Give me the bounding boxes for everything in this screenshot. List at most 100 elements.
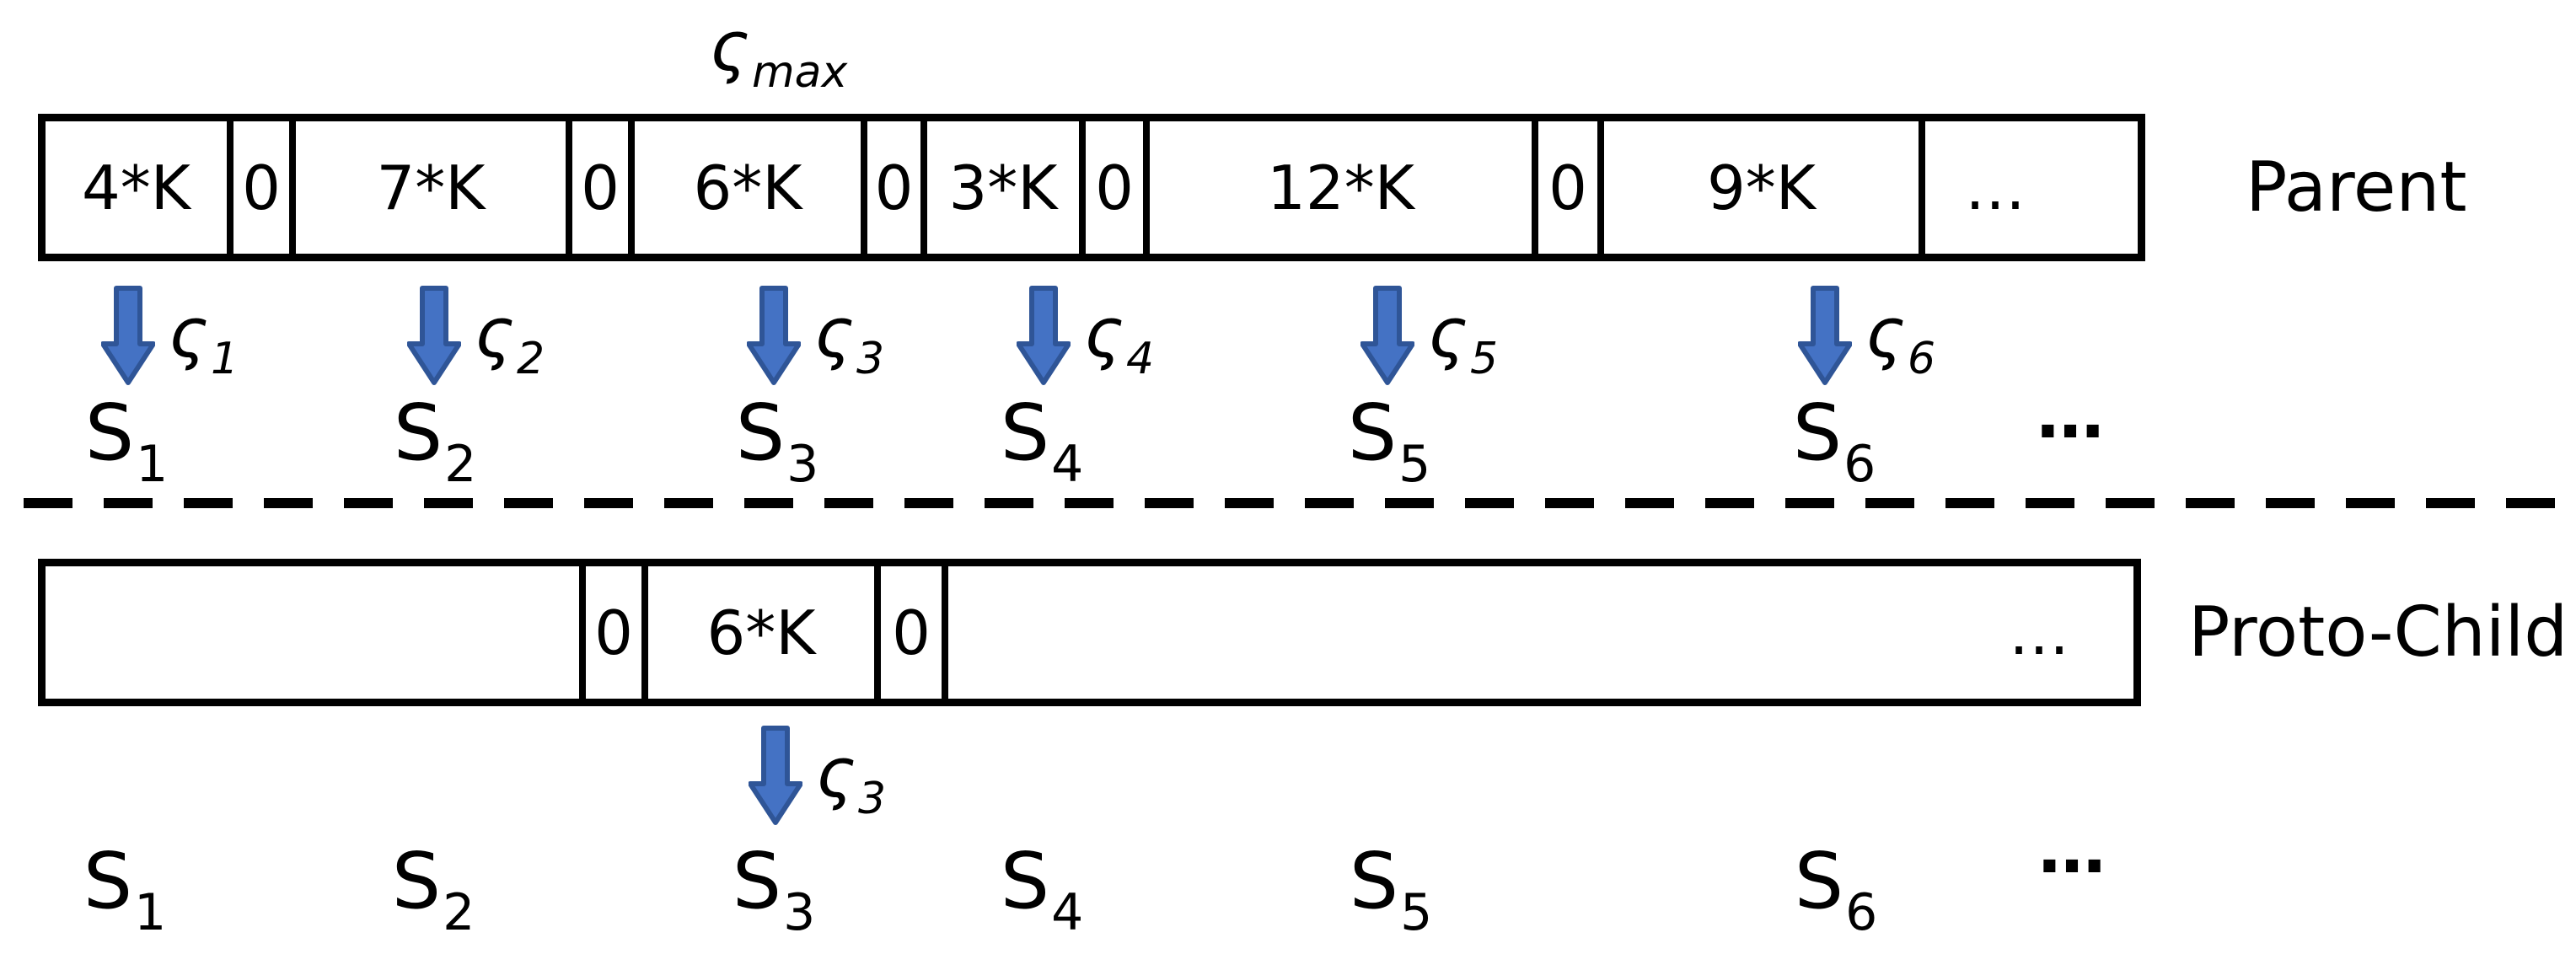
cell-label: 0 [892,597,931,668]
sigma-symbol: ς [169,294,208,372]
cell-label: 0 [242,152,281,223]
segment-base: S [83,836,133,926]
sigma-label: ς6 [1865,300,1935,382]
down-arrow-icon [749,726,802,825]
down-arrow-icon [1798,286,1852,385]
cell-label: 4*K [81,152,191,223]
proto-child-cell [46,566,579,699]
sigma-symbol: ς [475,294,514,372]
segment-label: S4 [1001,394,1084,490]
parent-cell: … [1919,121,2065,254]
segment-label: S1 [85,394,169,490]
parent-cell: 7*K [289,121,566,254]
segment-subscript: 5 [1398,435,1431,494]
segment-subscript: 4 [1051,435,1084,494]
cell-label: 0 [874,152,914,223]
segment-base: S [84,388,135,478]
sigma-label: ς4 [1084,300,1154,382]
proto-child-cell: 6*K [641,566,874,699]
sigma-label: ς3 [816,740,886,822]
segment-subscript: 3 [786,435,819,494]
proto-child-cell: … [942,566,2108,699]
segment-base: S [1000,388,1050,478]
sigma-symbol: ς [814,294,854,372]
parent-strip-label: Parent [2246,147,2467,228]
segment-subscript: 1 [136,435,169,494]
parent-cell: 0 [227,121,289,254]
segment-label: S2 [392,843,475,939]
crossover-divider [24,498,2556,508]
sigma-subscript: 3 [856,334,885,384]
cell-label: 9*K [1706,152,1817,223]
parent-cell: 0 [1079,121,1143,254]
sigma-symbol: ς [1084,294,1124,372]
sigma-max-label: ςmax [710,13,847,95]
segment-base: S [1792,388,1843,478]
proto-child-cell: 0 [874,566,942,699]
segment-subscript: 6 [1843,435,1876,494]
segment-label: S5 [1348,394,1431,490]
parent-cell: 6*K [628,121,861,254]
parent-cell: 4*K [46,121,227,254]
segment-label: S2 [394,394,477,490]
cell-label: 0 [1548,152,1587,223]
sigma-symbol: ς [1428,294,1468,372]
sigma-subscript: 3 [857,774,887,824]
segment-subscript: 3 [783,883,816,942]
proto-child-cell: 0 [579,566,641,699]
sigma-label: ς1 [169,300,239,382]
segment-label: S5 [1350,843,1433,939]
parent-cell: 9*K [1597,121,1919,254]
sigma-subscript: 6 [1907,334,1936,384]
proto-child-strip: 0 6*K 0 … [38,559,2141,706]
segment-label: S3 [736,394,819,490]
sigma-subscript: 5 [1469,334,1499,384]
down-arrow-icon [407,286,461,385]
ellipsis: … [2038,810,2106,888]
sigma-label: ς3 [814,300,884,382]
segment-subscript: 2 [443,883,475,942]
segment-label: S1 [83,843,167,939]
sigma-label: ς5 [1428,300,1498,382]
down-arrow-icon [1360,286,1414,385]
cell-label: 7*K [376,152,486,223]
cell-label: 6*K [693,152,802,223]
segment-label: S3 [733,843,816,939]
segment-subscript: 4 [1051,883,1084,942]
segment-mapping: ς2 [407,285,545,386]
sigma-symbol: ς [816,734,856,812]
sigma-max-symbol: ς [710,8,749,86]
segment-subscript: 1 [134,883,167,942]
segment-subscript: 2 [444,435,477,494]
cell-label: … [2009,597,2069,668]
segment-base: S [1000,836,1050,926]
cell-label: 0 [581,152,620,223]
sigma-subscript: 1 [210,334,239,384]
segment-base: S [393,388,443,478]
parent-cell: 0 [1532,121,1597,254]
segment-label: S6 [1795,843,1878,939]
parent-cell: 12*K [1143,121,1532,254]
segment-mapping: ς1 [101,285,239,386]
sigma-label: ς2 [475,300,545,382]
segment-mapping: ς3 [749,725,886,826]
cell-label: 12*K [1267,152,1414,223]
segment-base: S [391,836,442,926]
parent-strip: 4*K 0 7*K 0 6*K 0 3*K 0 12*K 0 9*K … [38,114,2145,261]
segment-label: S6 [1793,394,1876,490]
cell-label: 6*K [706,597,816,668]
sigma-subscript: 2 [516,334,545,384]
cell-label: 0 [1095,152,1134,223]
down-arrow-icon [101,286,155,385]
cell-label: 0 [594,597,633,668]
segment-base: S [732,836,782,926]
segment-base: S [1347,388,1398,478]
down-arrow-icon [1017,286,1071,385]
cell-label: 3*K [948,152,1058,223]
sigma-max-subscript: max [751,47,848,98]
cell-label: … [1965,152,2026,223]
segment-mapping: ς3 [747,285,884,386]
segment-mapping: ς5 [1360,285,1498,386]
segment-subscript: 5 [1400,883,1433,942]
